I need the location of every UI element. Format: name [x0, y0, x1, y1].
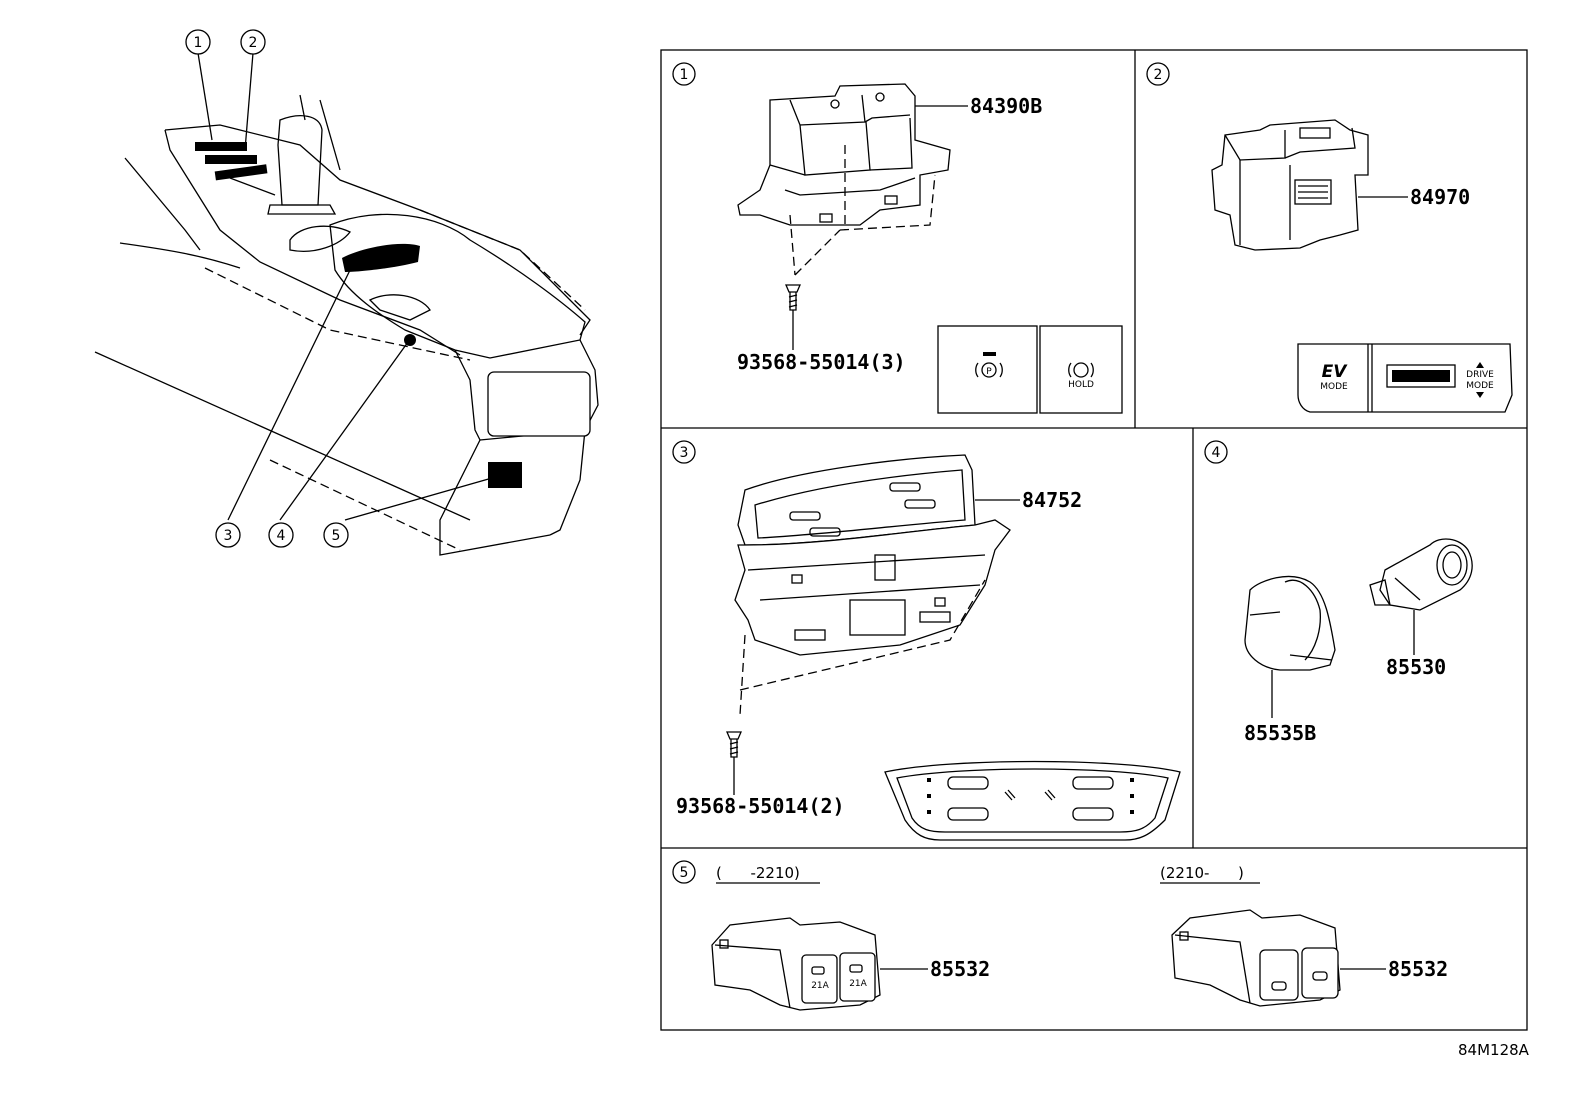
brake-hold-button-inset: HOLD — [1039, 325, 1123, 414]
usb-hub-84752 — [734, 454, 1011, 656]
svg-text:HOLD: HOLD — [1068, 380, 1094, 390]
svg-text:93568-55014(2): 93568-55014(2) — [676, 794, 845, 818]
callout-1: 1 — [185, 29, 211, 55]
callout-5: 5 — [323, 522, 349, 548]
parking-brake-button-inset: P — [937, 325, 1038, 414]
svg-text:85530: 85530 — [1386, 655, 1446, 679]
svg-text:5: 5 — [332, 528, 341, 544]
callout-3: 3 — [215, 522, 241, 548]
callout-4: 4 — [268, 522, 294, 548]
svg-text:EV: EV — [1322, 362, 1349, 382]
screw-icon — [726, 731, 742, 795]
svg-text:85532: 85532 — [1388, 957, 1448, 981]
callout-2: 2 — [240, 29, 266, 55]
mode-switch-84970 — [1211, 119, 1369, 251]
panel-3: 3 84752 93 — [672, 440, 1181, 841]
diagram-code: 84M128A — [1458, 1041, 1530, 1059]
svg-text:84970: 84970 — [1410, 185, 1470, 209]
svg-text:(2210- ): (2210- ) — [1160, 864, 1244, 882]
panel-1: 1 84390B 93568-55014(3) — [672, 62, 1123, 414]
usb-hub-face-inset — [884, 760, 1181, 841]
svg-text:85535B: 85535B — [1244, 721, 1316, 745]
svg-text:( -2210): ( -2210) — [716, 864, 800, 882]
usb-charger-85532-early: 21A 21A — [711, 917, 881, 1011]
screw-icon — [785, 284, 801, 350]
svg-text:4: 4 — [277, 528, 286, 544]
ev-drive-mode-inset: EV MODE DRIVE MODE — [1297, 343, 1513, 413]
svg-text:84390B: 84390B — [970, 94, 1042, 118]
svg-text:85532: 85532 — [930, 957, 990, 981]
panel-grid — [660, 49, 1528, 1031]
svg-text:P: P — [986, 367, 992, 377]
svg-text:84752: 84752 — [1022, 488, 1082, 512]
svg-text:2: 2 — [1154, 67, 1163, 83]
svg-text:3: 3 — [224, 528, 233, 544]
svg-text:5: 5 — [680, 865, 689, 881]
usb-charger-85532-late — [1171, 909, 1341, 1007]
svg-text:MODE: MODE — [1466, 381, 1494, 391]
power-outlet-85535B — [1244, 575, 1336, 671]
switch-assembly-84390B — [737, 83, 951, 226]
panel-2: 2 84970 EV MODE DRIVE MODE — [1146, 62, 1513, 413]
svg-text:1: 1 — [194, 35, 203, 51]
panel-5: 5 ( -2210) (2210- ) 21A 21A 85532 — [672, 860, 1448, 1011]
console-overview: 1 2 3 4 5 — [94, 29, 599, 556]
panel-4: 4 85535B 85530 — [1204, 440, 1473, 745]
svg-text:3: 3 — [680, 445, 689, 461]
power-outlet-85530 — [1369, 538, 1473, 611]
svg-text:21A: 21A — [849, 979, 867, 989]
svg-text:DRIVE: DRIVE — [1466, 370, 1494, 380]
svg-text:2: 2 — [249, 35, 258, 51]
svg-text:MODE: MODE — [1320, 382, 1348, 392]
svg-text:4: 4 — [1212, 445, 1221, 461]
svg-text:93568-55014(3): 93568-55014(3) — [737, 350, 906, 374]
svg-text:1: 1 — [680, 67, 689, 83]
svg-text:21A: 21A — [811, 981, 829, 991]
